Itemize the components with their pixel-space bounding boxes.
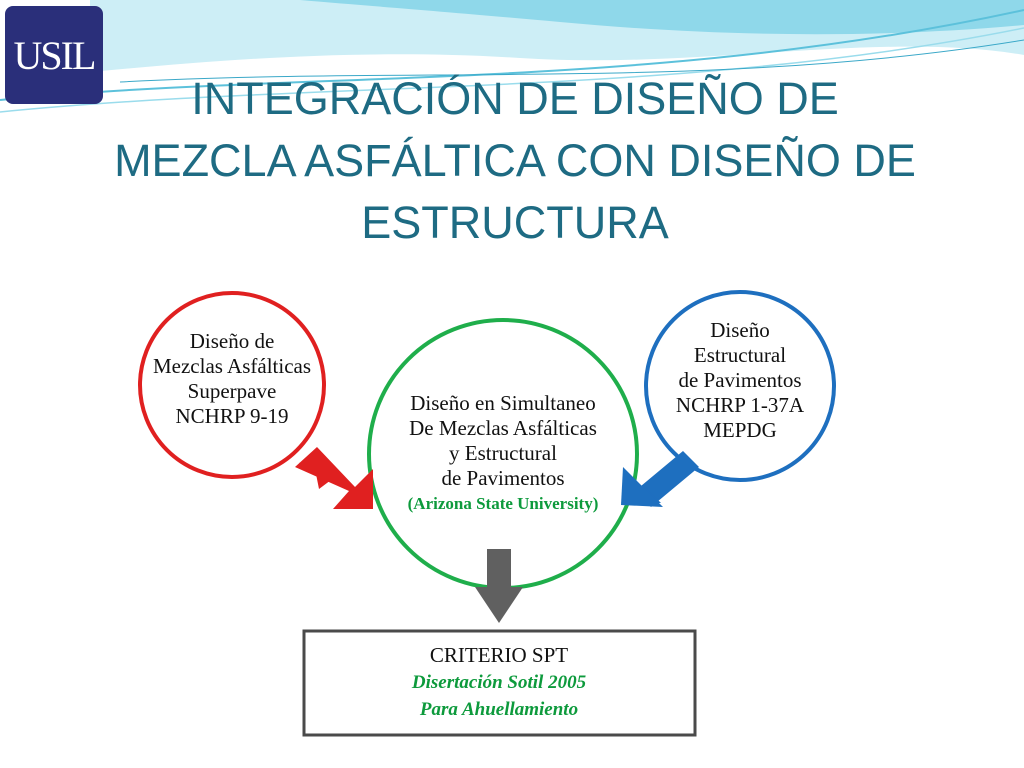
center-node-line-3: y Estructural (449, 441, 557, 465)
result-box: CRITERIO SPT Disertación Sotil 2005 Para… (307, 633, 691, 731)
title-line-3: ESTRUCTURA (361, 197, 669, 248)
center-node: Diseño en Simultaneo De Mezclas Asfáltic… (373, 391, 633, 516)
left-node: Diseño de Mezclas Asfálticas Superpave N… (140, 329, 324, 429)
right-node-line-2: Estructural (693, 343, 787, 367)
design-integration-diagram: Diseño de Mezclas Asfálticas Superpave N… (123, 271, 871, 747)
left-node-line-2: Mezclas Asfálticas (152, 354, 312, 378)
slide-title: INTEGRACIÓN DE DISEÑO DE MEZCLA ASFÁLTIC… (20, 68, 1010, 254)
result-box-title: CRITERIO SPT (429, 643, 569, 667)
result-box-border (302, 629, 697, 737)
left-node-line-3: Superpave (187, 379, 277, 403)
result-box-line-2: Para Ahuellamiento (419, 699, 579, 720)
logo-text: USIL (13, 32, 97, 78)
right-arrow-icon (621, 451, 699, 507)
right-node-line-5: MEPDG (703, 418, 777, 442)
right-node-line-1: Diseño (710, 318, 770, 342)
left-arrow-icon (295, 447, 373, 509)
center-node-line-4: de Pavimentos (441, 466, 565, 490)
center-node-line-2: De Mezclas Asfálticas (409, 416, 597, 440)
header-wave-decoration (0, 0, 1024, 113)
title-line-1: INTEGRACIÓN DE DISEÑO DE (191, 73, 839, 124)
right-node-line-3: de Pavimentos (678, 368, 802, 392)
title-line-2: MEZCLA ASFÁLTICA CON DISEÑO DE (114, 135, 916, 186)
university-logo: USIL (5, 6, 103, 104)
left-node-line-4: NCHRP 9-19 (175, 404, 289, 428)
right-node-line-4: NCHRP 1-37A (675, 393, 805, 417)
center-node-source: (Arizona State University) (407, 494, 599, 513)
right-node: Diseño Estructural de Pavimentos NCHRP 1… (650, 318, 830, 443)
left-node-circle (138, 291, 326, 479)
result-box-line-1: Disertación Sotil 2005 (411, 672, 587, 693)
left-node-line-1: Diseño de (189, 329, 275, 353)
down-arrow-icon (475, 549, 523, 623)
center-node-line-1: Diseño en Simultaneo (410, 391, 596, 415)
right-node-circle (644, 290, 836, 482)
